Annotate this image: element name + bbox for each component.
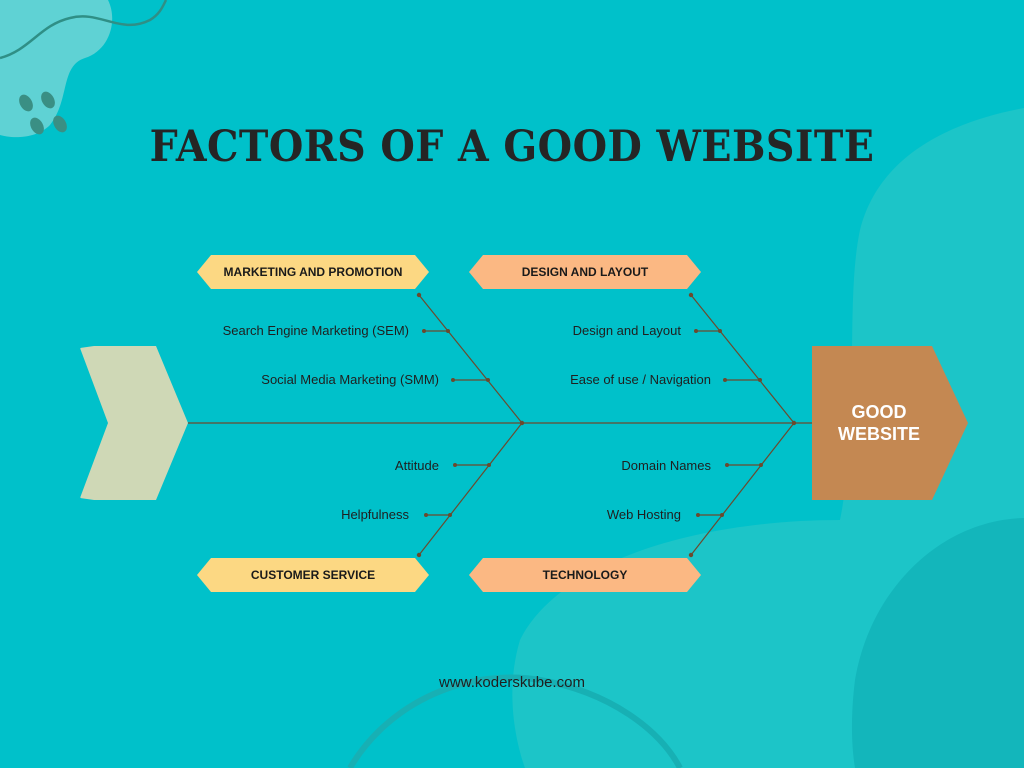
page-title: FACTORS OF A GOOD WEBSITE xyxy=(149,122,875,172)
bone-customer xyxy=(418,422,523,556)
factor-attitude: Attitude xyxy=(394,458,439,473)
factor-helpfulness: Helpfulness xyxy=(341,507,409,522)
fish-head-shape xyxy=(812,346,968,500)
factor-domain-names: Domain Names xyxy=(621,458,711,473)
head-line-2: WEBSITE xyxy=(837,424,920,444)
factor-ease-of-use: Ease of use / Navigation xyxy=(570,372,711,387)
bone-design xyxy=(690,294,795,424)
category-marketing: MARKETING AND PROMOTION xyxy=(197,255,429,289)
bone-marketing xyxy=(418,294,523,424)
head-line-1: GOOD xyxy=(851,402,907,422)
footer-url: www.koderskube.com xyxy=(439,674,585,691)
category-customer-service: CUSTOMER SERVICE xyxy=(197,558,429,592)
factor-sem: Search Engine Marketing (SEM) xyxy=(222,323,409,338)
category-design: DESIGN AND LAYOUT xyxy=(469,255,701,289)
bone-technology xyxy=(690,422,795,556)
factor-design-layout: Design and Layout xyxy=(572,323,681,338)
category-technology: TECHNOLOGY xyxy=(469,558,701,592)
factor-smm: Social Media Marketing (SMM) xyxy=(261,372,439,387)
factor-web-hosting: Web Hosting xyxy=(606,507,681,522)
